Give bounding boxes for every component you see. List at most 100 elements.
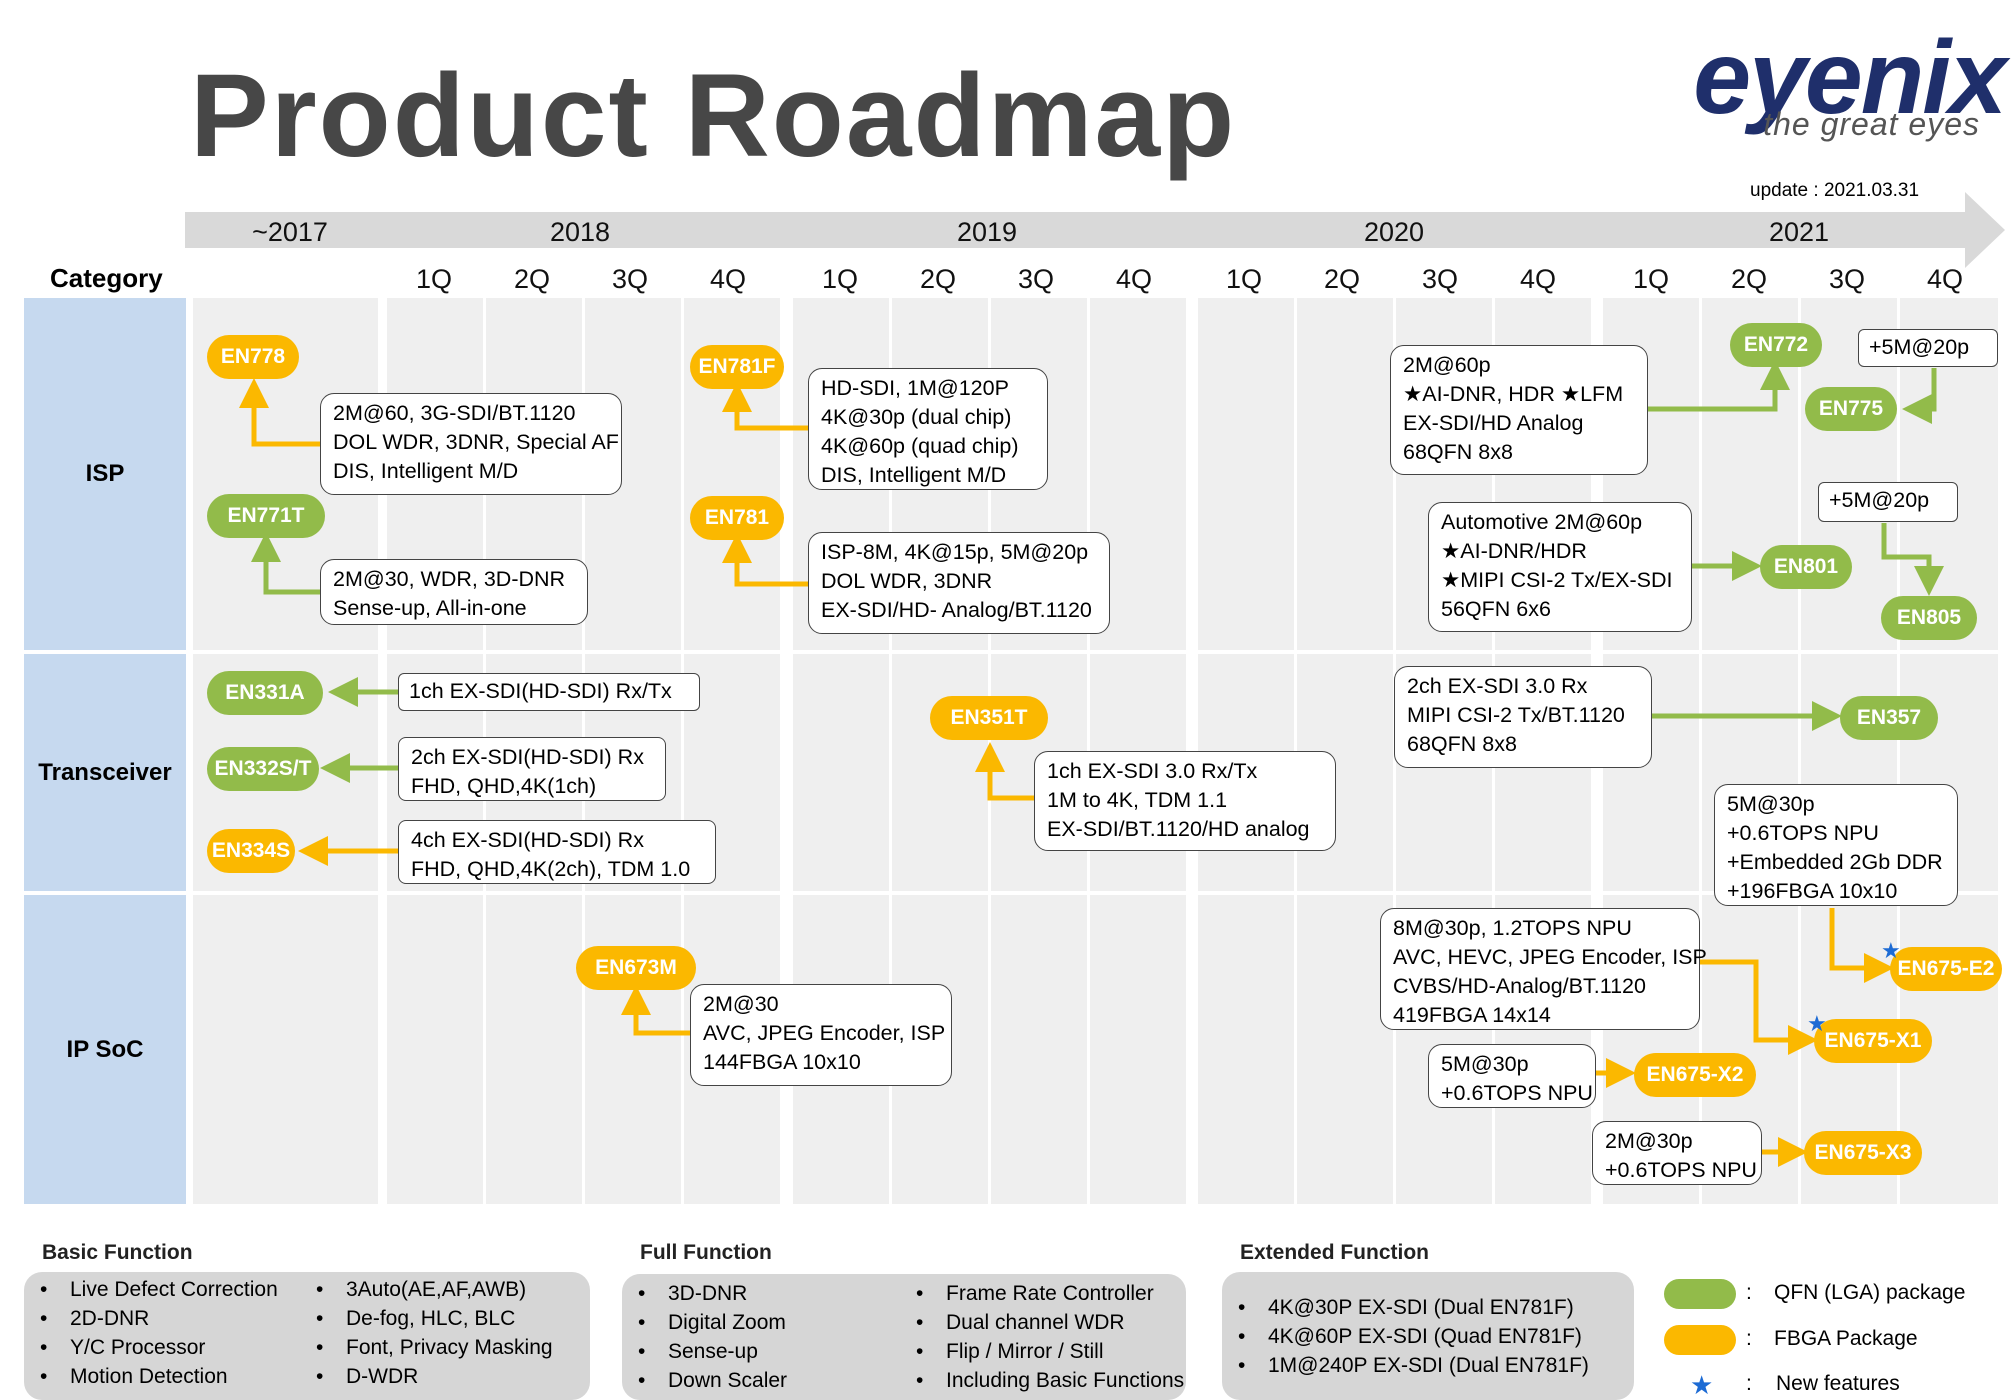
legend-item: D-WDR [316, 1365, 418, 1389]
spec-line: DOL WDR, 3DNR [821, 569, 993, 593]
product-en675-x2: EN675-X2 [1634, 1053, 1756, 1097]
legend-item: Flip / Mirror / Still [916, 1340, 1103, 1364]
product-en771t: EN771T [207, 494, 325, 538]
product-en781: EN781 [690, 496, 784, 540]
quarter-label: 3Q [1828, 264, 1866, 294]
spec-line: HD-SDI, 1M@120P [821, 376, 1009, 400]
product-en334s: EN334S [207, 829, 295, 873]
legend-item: Down Scaler [638, 1369, 787, 1393]
legend-item: Live Defect Correction [40, 1278, 278, 1302]
quarter-label: 2Q [1323, 264, 1361, 294]
spec-box-en334s: 4ch EX-SDI(HD-SDI) Rx FHD, QHD,4K(2ch), … [398, 820, 716, 884]
legend-item: 3Auto(AE,AF,AWB) [316, 1278, 526, 1302]
spec-line: EX-SDI/HD Analog [1403, 411, 1584, 435]
column-2021-q3 [1801, 298, 1897, 1204]
legend-item: Dual channel WDR [916, 1311, 1125, 1335]
quarter-label: 4Q [709, 264, 747, 294]
spec-box-en781f: HD-SDI, 1M@120P 4K@30p (dual chip) 4K@60… [808, 368, 1048, 490]
legend-basic-title: Basic Function [42, 1241, 193, 1264]
category-transceiver: Transceiver [24, 654, 186, 891]
key-separator: : [1746, 1327, 1752, 1350]
spec-line: 144FBGA 10x10 [703, 1050, 861, 1074]
timeline-arrow [185, 192, 2005, 268]
product-en772: EN772 [1730, 323, 1822, 367]
spec-line: 4ch EX-SDI(HD-SDI) Rx [411, 828, 644, 852]
product-en781f: EN781F [690, 345, 784, 389]
key-separator: : [1746, 1281, 1752, 1304]
spec-line: Automotive 2M@60p [1441, 510, 1643, 534]
year-label: 2021 [1768, 217, 1830, 247]
category-isp: ISP [24, 298, 186, 650]
spec-line: ★AI-DNR/HDR [1441, 539, 1587, 563]
quarter-label: 1Q [1225, 264, 1263, 294]
spec-line: ISP-8M, 4K@15p, 5M@20p [821, 540, 1089, 564]
legend-item: 4K@30P EX-SDI (Dual EN781F) [1238, 1296, 1574, 1320]
legend-item: 2D-DNR [40, 1307, 149, 1331]
spec-box-en675x1: 8M@30p, 1.2TOPS NPU AVC, HEVC, JPEG Enco… [1380, 908, 1707, 1030]
product-en675-x1: EN675-X1 [1814, 1019, 1932, 1063]
spec-line: DIS, Intelligent M/D [333, 459, 519, 483]
spec-line: 1M to 4K, TDM 1.1 [1047, 788, 1228, 812]
quarter-label: 1Q [1632, 264, 1670, 294]
legend-extended-title: Extended Function [1240, 1241, 1429, 1264]
page-title: Product Roadmap [190, 50, 1237, 182]
spec-line: 2ch EX-SDI(HD-SDI) Rx [411, 745, 644, 769]
product-en673m: EN673M [576, 946, 696, 990]
spec-line: 1ch EX-SDI 3.0 Rx/Tx [1047, 759, 1258, 783]
year-label: 2019 [956, 217, 1018, 247]
spec-line: MIPI CSI-2 Tx/BT.1120 [1407, 703, 1625, 727]
legend-item: Digital Zoom [638, 1311, 786, 1335]
update-date: update : 2021.03.31 [1750, 180, 1920, 201]
spec-box-en357: 2ch EX-SDI 3.0 Rx MIPI CSI-2 Tx/BT.1120 … [1394, 666, 1652, 768]
spec-line: 2M@60, 3G-SDI/BT.1120 [333, 401, 576, 425]
spec-line: FHD, QHD,4K(1ch) [411, 774, 597, 798]
quarter-label: 2Q [513, 264, 551, 294]
legend-item: 3D-DNR [638, 1282, 747, 1306]
new-feature-star-icon: ★ [1881, 938, 1901, 963]
new-feature-star-icon: ★ [1807, 1011, 1827, 1036]
quarter-label: 1Q [821, 264, 859, 294]
qfn-color-swatch [1664, 1279, 1736, 1309]
eyenix-logo: eyenix the great eyes [1605, 20, 2007, 142]
key-new-label: New features [1776, 1372, 1900, 1395]
key-fbga-label: FBGA Package [1774, 1327, 1918, 1350]
year-label: 2018 [549, 217, 611, 247]
spec-line: +0.6TOPS NPU [1441, 1081, 1593, 1105]
spec-line: 2M@60p [1403, 353, 1491, 377]
spec-line: 2M@30p [1605, 1129, 1693, 1153]
product-en351t: EN351T [930, 696, 1048, 740]
spec-box-en675e2: 5M@30p +0.6TOPS NPU +Embedded 2Gb DDR +1… [1714, 784, 1958, 906]
row-divider [24, 891, 1998, 895]
spec-line: EX-SDI/BT.1120/HD analog [1047, 817, 1310, 841]
spec-box-en351t: 1ch EX-SDI 3.0 Rx/Tx 1M to 4K, TDM 1.1 E… [1034, 751, 1336, 851]
quarter-label: 4Q [1926, 264, 1964, 294]
quarter-label: 3Q [1421, 264, 1459, 294]
spec-line: 5M@30p [1441, 1052, 1529, 1076]
quarter-label: 4Q [1519, 264, 1557, 294]
spec-line: 2M@30, WDR, 3D-DNR [333, 567, 566, 591]
spec-line: +0.6TOPS NPU [1605, 1158, 1757, 1182]
logo-tagline: the great eyes [1763, 106, 1980, 142]
spec-line: 419FBGA 14x14 [1393, 1003, 1551, 1027]
product-en675-x3: EN675-X3 [1804, 1131, 1922, 1175]
row-divider [24, 650, 1998, 654]
legend-item: Font, Privacy Masking [316, 1336, 553, 1360]
spec-box-en778: 2M@60, 3G-SDI/BT.1120 DOL WDR, 3DNR, Spe… [320, 393, 622, 495]
product-en332st: EN332S/T [207, 747, 319, 791]
spec-line: FHD, QHD,4K(2ch), TDM 1.0 [411, 857, 691, 881]
product-en801: EN801 [1760, 545, 1852, 589]
legend-item: De-fog, HLC, BLC [316, 1307, 515, 1331]
category-ip-soc: IP SoC [24, 895, 186, 1204]
spec-box-en673m: 2M@30 AVC, JPEG Encoder, ISP 144FBGA 10x… [690, 984, 952, 1086]
spec-box-en675x3: 2M@30p +0.6TOPS NPU [1592, 1121, 1762, 1185]
key-qfn-label: QFN (LGA) package [1774, 1281, 1966, 1304]
spec-box-en781: ISP-8M, 4K@15p, 5M@20p DOL WDR, 3DNR EX-… [808, 532, 1110, 634]
fbga-color-swatch [1664, 1325, 1736, 1355]
logo-word: eyenix [1693, 20, 2007, 136]
spec-line: 2M@30 [703, 992, 779, 1016]
spec-box-en675x2: 5M@30p +0.6TOPS NPU [1428, 1044, 1596, 1108]
spec-box-en332st: 2ch EX-SDI(HD-SDI) Rx FHD, QHD,4K(1ch) [398, 737, 666, 801]
spec-line: ★AI-DNR, HDR ★LFM [1403, 382, 1624, 406]
new-feature-star-icon: ★ [1690, 1370, 1714, 1400]
spec-box-en772: 2M@60p ★AI-DNR, HDR ★LFM EX-SDI/HD Analo… [1390, 345, 1648, 475]
